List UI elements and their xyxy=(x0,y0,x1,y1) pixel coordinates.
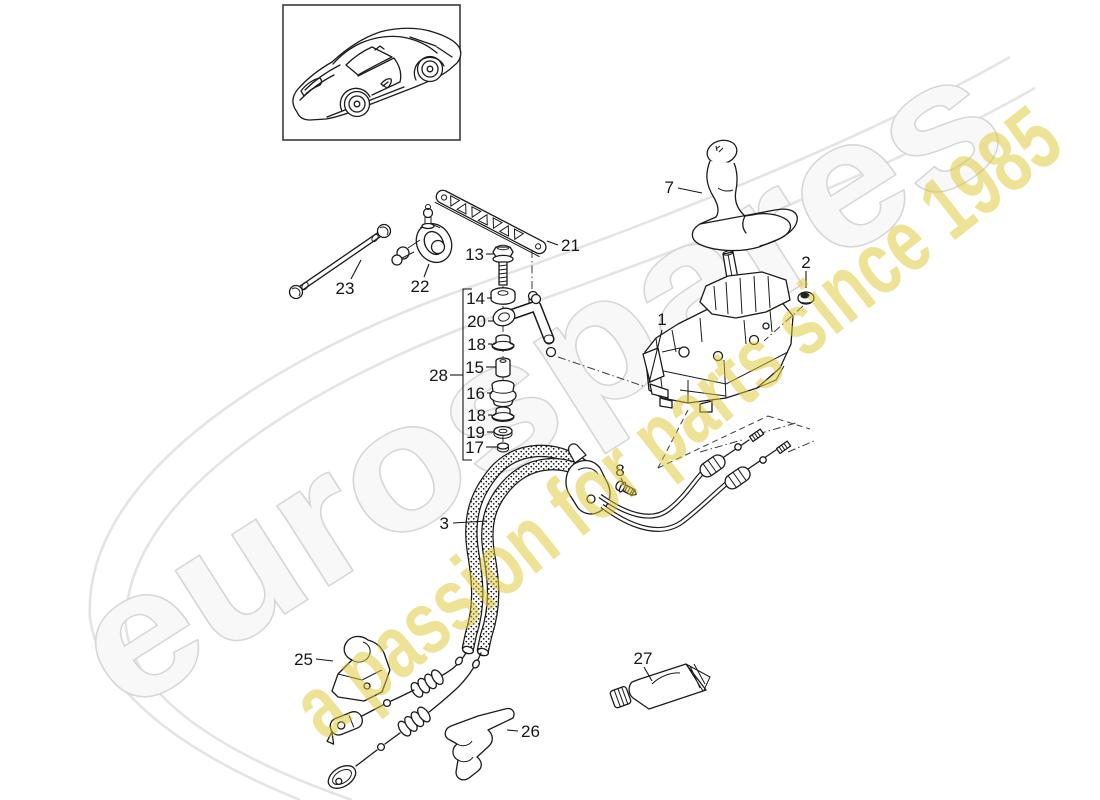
swoosh-curves xyxy=(88,55,1036,800)
callout-rubber-buffer: 16 xyxy=(466,384,485,403)
car-icon xyxy=(292,27,462,121)
callout-support-bar: 21 xyxy=(561,236,580,255)
diagram-artwork: 7 2 1 21 13 14 20 18 15 16 18 19 xyxy=(282,4,815,789)
shift-cables-conduit xyxy=(461,444,599,657)
callout-labels: 7 2 1 21 13 14 20 18 15 16 18 19 xyxy=(294,178,811,741)
callout-washer-small: 19 xyxy=(466,423,485,442)
callout-washer: 14 xyxy=(466,289,485,308)
connecting-rod-drawing xyxy=(288,223,392,300)
callout-grease-tube: 27 xyxy=(634,649,653,668)
hardware-column-drawing xyxy=(489,244,557,453)
callout-bushing-upper: 18 xyxy=(467,335,486,354)
cable-ends-right xyxy=(598,428,792,532)
callout-shift-knob: 7 xyxy=(665,178,674,197)
callout-retaining-clip: 26 xyxy=(521,722,540,741)
bearing-clamp-drawing xyxy=(391,204,453,266)
cable-ends-lower xyxy=(326,652,482,789)
callout-spacer-sleeve: 15 xyxy=(465,358,484,377)
callout-connecting-rod: 23 xyxy=(336,279,355,298)
retaining-bracket-drawing xyxy=(331,635,391,702)
screw-drawing xyxy=(615,480,637,497)
car-thumbnail xyxy=(282,4,462,141)
callout-bolt: 13 xyxy=(465,245,484,264)
callout-screw: 8 xyxy=(615,461,624,480)
callout-bearing-clamp: 22 xyxy=(411,277,430,296)
selector-lever-drawing xyxy=(492,293,557,358)
callout-nut: 17 xyxy=(465,438,484,457)
shift-knob-drawing xyxy=(691,139,798,252)
callout-selector-lever: 20 xyxy=(467,312,486,331)
callout-shifter-assembly: 1 xyxy=(657,310,666,329)
cable-junction-bracket xyxy=(565,443,611,515)
callout-retaining-bracket: 25 xyxy=(294,650,313,669)
callout-bushing-lower: 18 xyxy=(467,406,486,425)
shifter-assembly-drawing xyxy=(642,271,794,413)
watermark-brand: eurospares xyxy=(38,12,1035,747)
grease-tube-drawing xyxy=(609,663,711,710)
callout-shift-cables: 3 xyxy=(440,514,449,533)
retaining-clip-drawing xyxy=(444,707,515,781)
callout-repair-kit: 28 xyxy=(429,366,448,385)
grommet-drawing xyxy=(797,291,815,305)
callout-grommet: 2 xyxy=(801,253,810,272)
